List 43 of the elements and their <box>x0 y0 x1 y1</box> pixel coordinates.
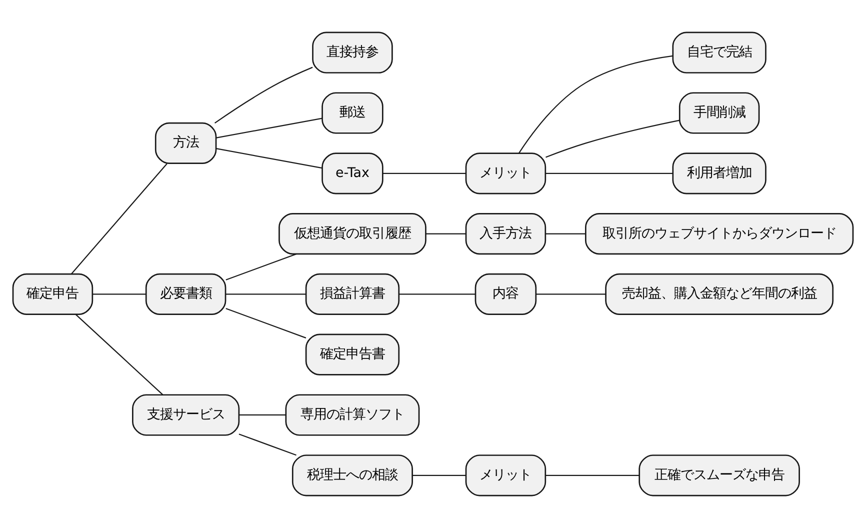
node-box: 入手方法 <box>465 212 546 254</box>
node-box: 内容 <box>474 272 537 314</box>
connector <box>226 252 297 280</box>
node-box: 必要書類 <box>145 272 226 314</box>
connector <box>546 474 639 476</box>
connector <box>216 117 322 138</box>
connector <box>536 293 606 294</box>
connector <box>546 119 680 158</box>
node-box: e-Tax <box>322 152 384 194</box>
node-box: 売却益、購入金額など年間の利益 <box>605 272 834 314</box>
node-box: 手間削減 <box>678 92 760 134</box>
connector <box>226 293 306 294</box>
connector <box>382 172 466 174</box>
node-box: 自宅で完結 <box>672 31 766 73</box>
node-box: 支援サービス <box>132 394 240 436</box>
connector <box>518 54 673 153</box>
node-box: 方法 <box>154 122 217 164</box>
connector <box>216 148 322 168</box>
connector <box>238 433 296 456</box>
connector <box>546 172 673 174</box>
connector <box>214 66 313 123</box>
node-box: メリット <box>465 152 546 194</box>
connector <box>238 414 286 416</box>
node-box: 税理士への相談 <box>292 454 413 496</box>
connector <box>71 162 168 274</box>
connector <box>75 314 164 395</box>
connector <box>412 474 466 476</box>
node-box: 郵送 <box>322 92 384 134</box>
node-box: 確定申告書 <box>305 333 400 375</box>
connector <box>546 232 586 234</box>
node-box: 正確でスムーズな申告 <box>638 454 800 496</box>
connector <box>426 232 466 234</box>
node-box: 専用の計算ソフト <box>285 394 420 436</box>
node-box: 確定申告 <box>12 272 94 314</box>
connector <box>398 293 476 294</box>
connector <box>226 307 306 338</box>
node-box: 直接持参 <box>312 31 393 73</box>
connector <box>92 293 146 294</box>
node-box: 利用者増加 <box>672 152 766 194</box>
node-box: 損益計算書 <box>305 272 400 314</box>
node-box: メリット <box>465 454 546 496</box>
node-box: 仮想通貨の取引履歴 <box>278 212 426 254</box>
node-box: 取引所のウェブサイトからダウンロード <box>585 212 854 254</box>
